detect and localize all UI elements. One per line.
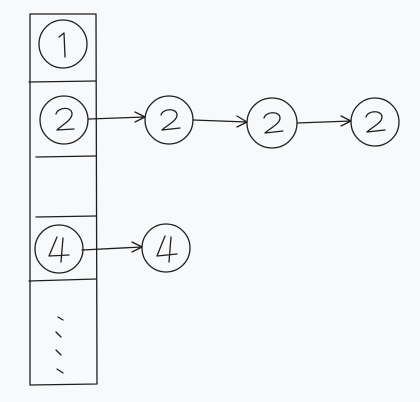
- node-label-2: [263, 112, 284, 134]
- bucket-1: [38, 19, 88, 69]
- continuation-ellipsis: [55, 316, 64, 374]
- node: [38, 19, 88, 69]
- ellipsis-mark: [55, 331, 62, 338]
- chain-arrow: [296, 120, 352, 124]
- node-label-1: [58, 32, 66, 58]
- node-label-4: [156, 235, 178, 263]
- chain-node: [246, 97, 298, 149]
- bucket-divider: [35, 155, 97, 158]
- node: [39, 95, 89, 145]
- chain-arrow: [81, 246, 143, 251]
- chain-bucket-2: [88, 95, 400, 149]
- node-label-2: [55, 107, 75, 131]
- ellipsis-mark: [57, 316, 64, 321]
- chain-node: [144, 95, 194, 145]
- bucket-2: [39, 95, 89, 145]
- bucket-divider: [28, 80, 97, 83]
- bucket-divider: [28, 278, 97, 282]
- node-label-2: [365, 111, 386, 133]
- ellipsis-mark: [55, 349, 62, 356]
- bucket-4: [34, 224, 84, 274]
- ellipsis-mark: [56, 368, 64, 374]
- node: [34, 224, 84, 274]
- chain-arrow: [88, 116, 146, 120]
- node-label-4: [48, 236, 70, 263]
- node-label-2: [160, 109, 181, 131]
- chain-node: [141, 223, 191, 273]
- chain-node: [350, 97, 400, 147]
- table-outline: [29, 13, 98, 386]
- bucket-divider: [35, 215, 97, 218]
- hash-table: [28, 13, 98, 386]
- chain-bucket-4: [81, 223, 191, 273]
- chain-arrow: [192, 119, 248, 123]
